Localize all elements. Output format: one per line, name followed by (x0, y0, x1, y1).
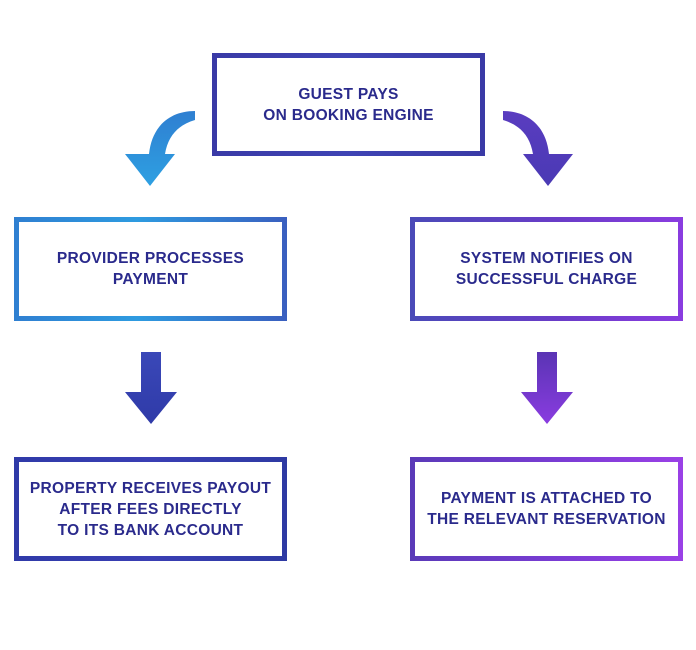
node-guest-pays-panel: GUEST PAYS ON BOOKING ENGINE (217, 58, 480, 151)
node-payment-attached-label: PAYMENT IS ATTACHED TO THE RELEVANT RESE… (427, 488, 666, 530)
node-property-receives-line-2: AFTER FEES DIRECTLY (59, 500, 242, 518)
node-payment-attached-panel: PAYMENT IS ATTACHED TO THE RELEVANT RESE… (415, 462, 678, 556)
node-property-receives: PROPERTY RECEIVES PAYOUT AFTER FEES DIRE… (14, 457, 287, 561)
node-system-notifies-label: SYSTEM NOTIFIES ON SUCCESSFUL CHARGE (456, 248, 637, 290)
node-provider-processes-line-1: PROVIDER PROCESSES (56, 250, 245, 267)
node-payment-attached-line-1: PAYMENT IS ATTACHED TO (441, 490, 652, 507)
node-payment-attached-line-2: THE RELEVANT RESERVATION (427, 511, 666, 528)
node-property-receives-line-1: PROPERTY RECEIVES PAYOUT (29, 479, 272, 497)
node-provider-processes-line-2: PAYMENT (112, 271, 189, 288)
node-guest-pays-label: GUEST PAYS ON BOOKING ENGINE (263, 84, 433, 126)
node-guest-pays: GUEST PAYS ON BOOKING ENGINE (212, 53, 485, 156)
curved-arrow-right-icon (503, 111, 573, 186)
node-property-receives-line-3: TO ITS BANK ACCOUNT (57, 521, 244, 539)
node-system-notifies-line-2: SUCCESSFUL CHARGE (455, 271, 638, 288)
node-provider-processes: PROVIDER PROCESSES PAYMENT (14, 217, 287, 321)
down-arrow-left-icon (125, 352, 177, 424)
node-guest-pays-line-1: GUEST PAYS (298, 85, 399, 103)
node-system-notifies-panel: SYSTEM NOTIFIES ON SUCCESSFUL CHARGE (415, 222, 678, 316)
node-guest-pays-line-2: ON BOOKING ENGINE (263, 106, 434, 124)
node-payment-attached: PAYMENT IS ATTACHED TO THE RELEVANT RESE… (410, 457, 683, 561)
node-system-notifies: SYSTEM NOTIFIES ON SUCCESSFUL CHARGE (410, 217, 683, 321)
node-provider-processes-label: PROVIDER PROCESSES PAYMENT (57, 248, 244, 290)
node-provider-processes-panel: PROVIDER PROCESSES PAYMENT (19, 222, 282, 316)
down-arrow-right-icon (521, 352, 573, 424)
curved-arrow-left-icon (125, 111, 195, 186)
node-system-notifies-line-1: SYSTEM NOTIFIES ON (460, 250, 633, 267)
node-property-receives-label: PROPERTY RECEIVES PAYOUT AFTER FEES DIRE… (30, 478, 271, 541)
node-property-receives-panel: PROPERTY RECEIVES PAYOUT AFTER FEES DIRE… (19, 462, 282, 556)
